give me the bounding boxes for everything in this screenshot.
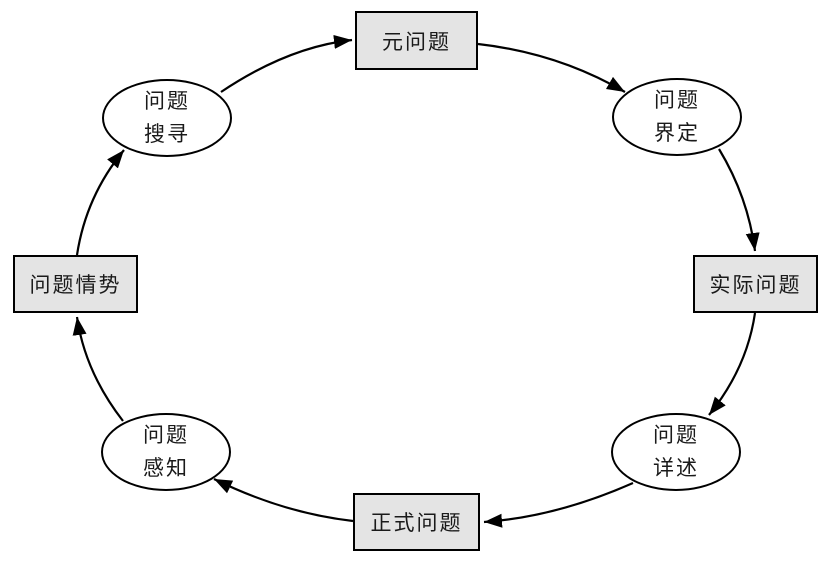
node-label: 问题情势 [29,273,122,297]
arrow-actual-to-elaboration [708,312,757,416]
node-label: 正式问题 [370,511,463,535]
node-label-line1: 问题 [143,423,189,447]
node-label-line1: 问题 [653,423,699,447]
arrow-search-to-meta [220,35,353,93]
node-label-line2: 感知 [143,456,189,480]
node-problem-situation: 问题情势 [13,255,138,313]
node-label-line2: 界定 [654,121,700,145]
node-label-line2: 搜寻 [144,122,190,146]
node-label-line2: 详述 [653,456,699,480]
arrow-meta-to-definition [477,42,626,93]
arrow-elaboration-to-formal [483,481,634,528]
node-label-line1: 问题 [144,89,190,113]
node-problem-definition: 问题 界定 [612,78,742,156]
node-label: 实际问题 [709,273,802,297]
node-actual-problem: 实际问题 [693,255,818,313]
node-problem-elaboration: 问题 详述 [611,413,741,491]
node-label: 元问题 [382,29,451,54]
node-formal-problem: 正式问题 [353,493,480,551]
node-problem-perception: 问题 感知 [101,413,231,491]
arrow-definition-to-actual [718,148,760,252]
arrow-situation-to-search [75,149,125,256]
node-meta-problem: 元问题 [355,11,478,70]
node-label-line1: 问题 [654,88,700,112]
arrow-perception-to-situation [72,316,124,422]
arrow-formal-to-perception [213,478,354,523]
node-problem-search: 问题 搜寻 [102,79,232,157]
